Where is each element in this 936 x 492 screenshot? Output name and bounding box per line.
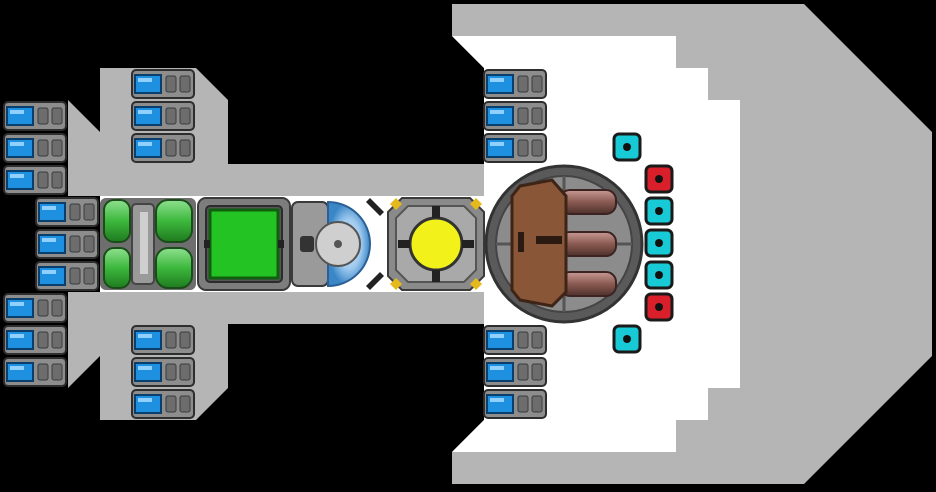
cyan-marker-icon[interactable] [612, 324, 642, 354]
battery-cell[interactable] [483, 101, 547, 131]
battery-cell[interactable] [3, 165, 67, 195]
lower-wing-spine [100, 292, 484, 420]
battery-cell-icon [6, 330, 34, 350]
red-marker-icon[interactable] [644, 164, 674, 194]
battery-cell-icon [134, 74, 162, 94]
battery-cell-icon [486, 74, 514, 94]
battery-cell[interactable] [3, 357, 67, 387]
shield-generator-icon [300, 221, 361, 267]
turret-markers [612, 132, 674, 354]
battery-cell[interactable] [483, 389, 547, 419]
battery-cell-icon [134, 394, 162, 414]
battery-cell[interactable] [3, 133, 67, 163]
battery-cell[interactable] [131, 325, 195, 355]
battery-cell[interactable] [3, 325, 67, 355]
corridor-strut [366, 272, 384, 290]
battery-cell[interactable] [35, 261, 99, 291]
reactor-icon [208, 208, 280, 280]
battery-cell-icon [6, 362, 34, 382]
battery-cell-icon [38, 202, 66, 222]
battery-cell-icon [6, 298, 34, 318]
battery-cell[interactable] [131, 101, 195, 131]
reactor-module[interactable] [197, 197, 291, 291]
battery-cell-icon [486, 362, 514, 382]
upper-wing-spine [100, 68, 484, 196]
battery-cell[interactable] [131, 357, 195, 387]
cannon-turret-module[interactable] [484, 164, 644, 324]
battery-cell[interactable] [483, 133, 547, 163]
cyan-marker-icon[interactable] [612, 132, 642, 162]
battery-cell-icon [6, 138, 34, 158]
battery-cell[interactable] [483, 69, 547, 99]
battery-cell-icon [134, 362, 162, 382]
battery-cell-icon [38, 266, 66, 286]
battery-cell[interactable] [131, 133, 195, 163]
cyan-marker-icon[interactable] [644, 260, 674, 290]
battery-cell-icon [134, 330, 162, 350]
battery-cell[interactable] [3, 293, 67, 323]
battery-cell[interactable] [131, 69, 195, 99]
battery-cell[interactable] [483, 325, 547, 355]
shield-generator-module[interactable] [291, 200, 371, 288]
cyan-marker-icon[interactable] [644, 228, 674, 258]
battery-cell[interactable] [35, 197, 99, 227]
energy-core-module[interactable] [387, 197, 485, 291]
battery-cell-icon [38, 234, 66, 254]
battery-cell-icon [486, 138, 514, 158]
battery-cell[interactable] [483, 357, 547, 387]
fuel-tank-module[interactable] [100, 198, 196, 290]
battery-array [3, 69, 547, 419]
upper-wing-left [68, 100, 100, 196]
corridor-strut [366, 198, 384, 216]
battery-cell-icon [134, 106, 162, 126]
battery-cell[interactable] [3, 101, 67, 131]
battery-cell[interactable] [131, 389, 195, 419]
lower-wing-left [68, 292, 100, 388]
energy-core-icon [408, 216, 464, 272]
battery-cell-icon [486, 330, 514, 350]
fuel-tank-icon [103, 199, 193, 289]
battery-cell-icon [6, 170, 34, 190]
battery-cell[interactable] [35, 229, 99, 259]
battery-cell-icon [134, 138, 162, 158]
battery-cell-icon [6, 106, 34, 126]
battery-cell-icon [486, 106, 514, 126]
red-marker-icon[interactable] [644, 292, 674, 322]
battery-cell-icon [486, 394, 514, 414]
cyan-marker-icon[interactable] [644, 196, 674, 226]
triple-cannon-icon [510, 178, 617, 308]
